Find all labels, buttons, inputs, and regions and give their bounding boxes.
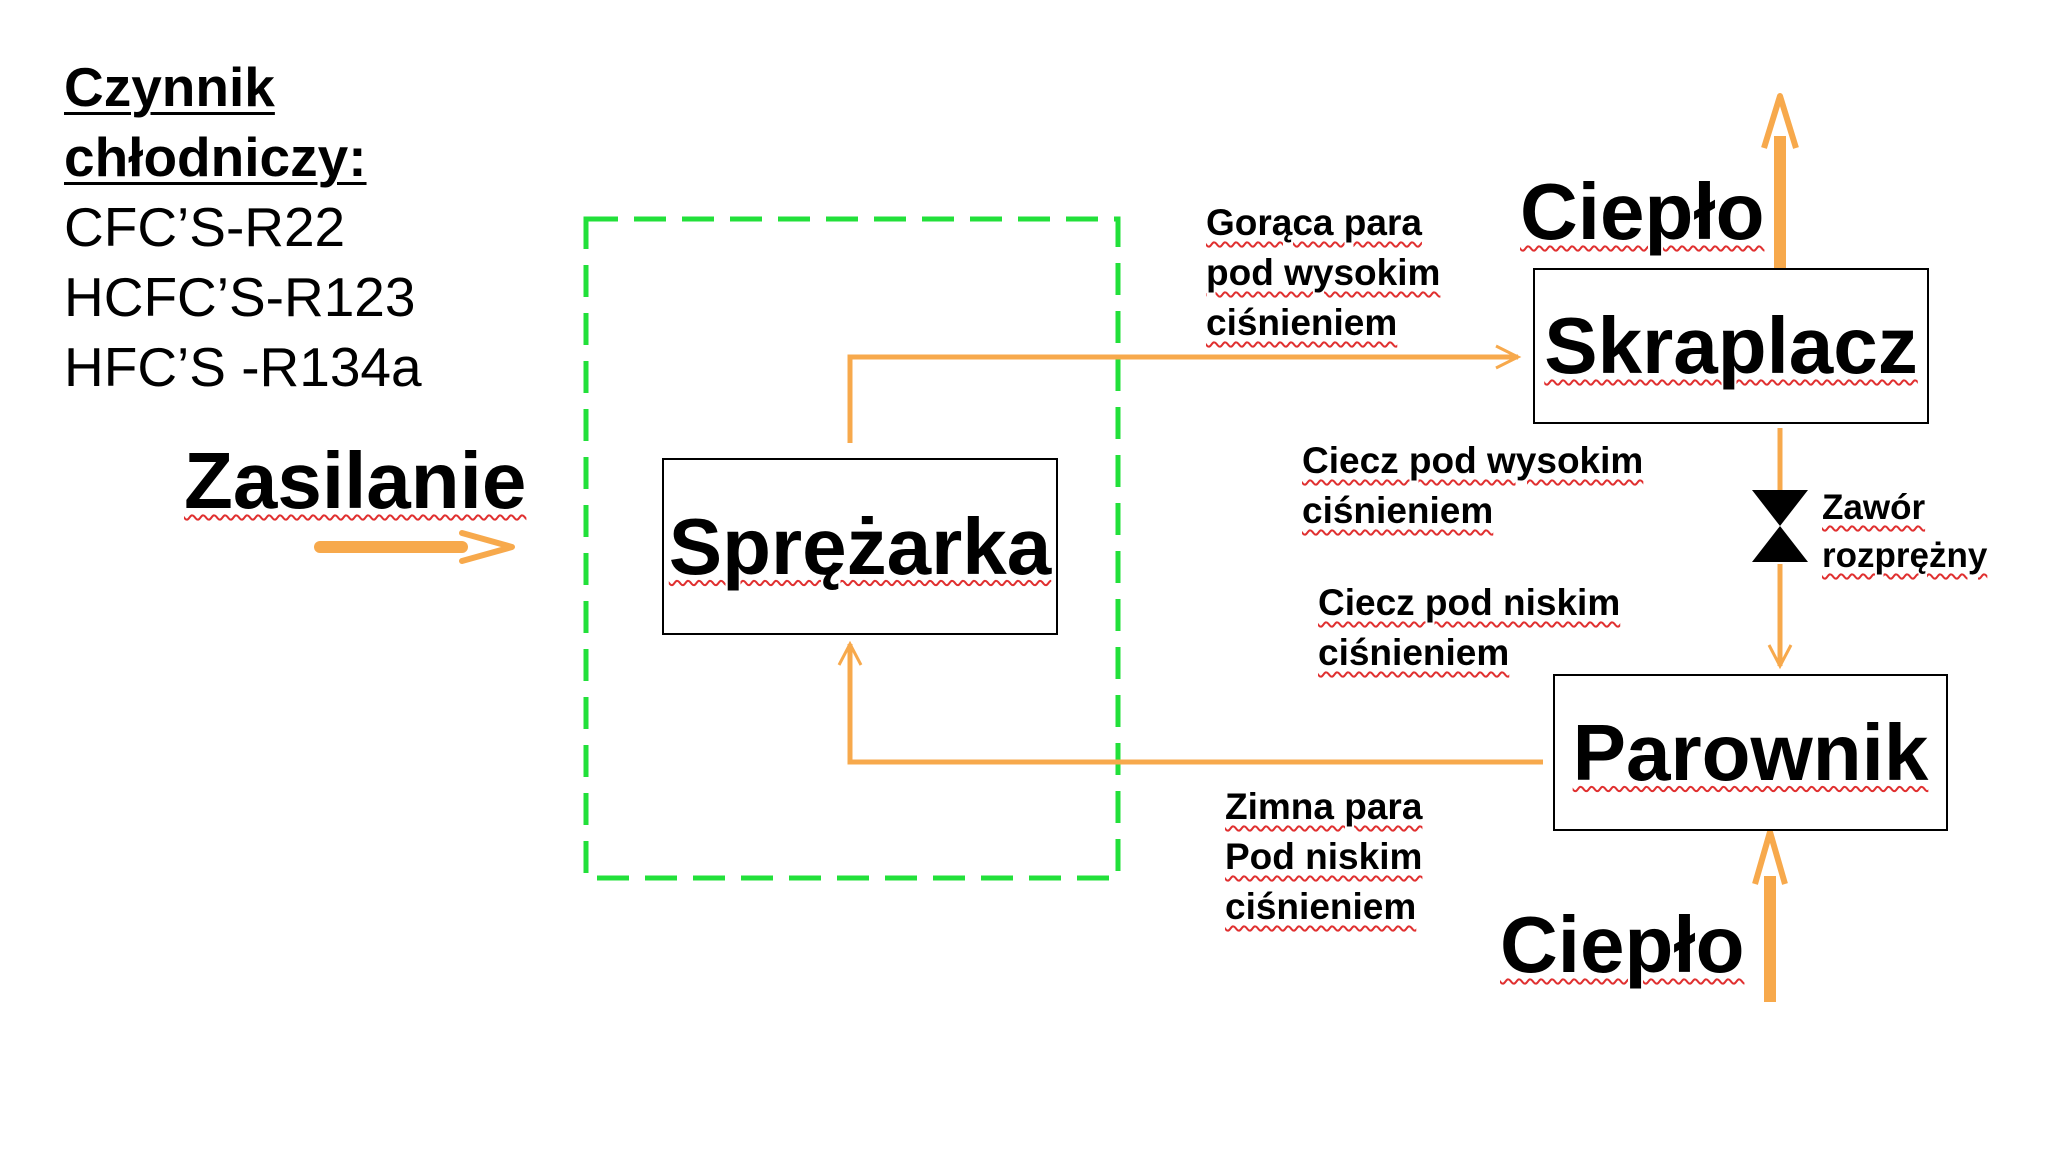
valve-label-line2: rozprężny — [1822, 536, 1988, 575]
condenser-label: Skraplacz — [1544, 301, 1918, 390]
evaporator-label: Parownik — [1572, 707, 1929, 797]
power-label: Zasilanie — [184, 436, 527, 525]
compressor-box: Sprężarka — [662, 458, 1058, 635]
condenser-box: Skraplacz — [1533, 268, 1929, 424]
flow-label-line: Zimna para — [1225, 786, 1423, 827]
heat-out-arrow — [1761, 93, 1799, 268]
compressor-boundary — [583, 216, 1121, 881]
refrigerant-title: Czynnik chłodniczy: — [64, 52, 422, 192]
compressor-label: Sprężarka — [668, 501, 1052, 591]
refrigerant-item: HCFC’S-R123 — [64, 266, 416, 328]
flow-label-line: Gorąca para — [1206, 202, 1422, 243]
flow-label-line: ciśnieniem — [1225, 886, 1417, 927]
lp-liquid-label: Ciecz pod niskim ciśnieniem — [1318, 578, 1620, 678]
flow-label-line: Ciecz pod niskim — [1318, 582, 1621, 623]
refrigerant-list: Czynnik chłodniczy: CFC’S-R22 HCFC’S-R12… — [64, 52, 422, 402]
cold-vapor-label: Zimna para Pod niskim ciśnieniem — [1225, 782, 1422, 932]
refrigerant-item: HFC’S -R134a — [64, 336, 422, 398]
flow-label-line: ciśnieniem — [1302, 490, 1494, 531]
flow-label-line: Ciecz pod wysokim — [1302, 440, 1644, 481]
hot-vapor-line — [847, 344, 1522, 443]
cold-vapor-line — [837, 640, 1543, 765]
hp-liquid-label: Ciecz pod wysokim ciśnieniem — [1302, 436, 1643, 536]
refrigerant-item: CFC’S-R22 — [64, 196, 346, 258]
flow-label-line: Pod niskim — [1225, 836, 1423, 877]
evaporator-box: Parownik — [1553, 674, 1948, 831]
valve-label-line1: Zawór — [1822, 488, 1926, 527]
power-arrow — [314, 530, 515, 564]
flow-label-line: ciśnieniem — [1318, 632, 1510, 673]
flow-label-line: ciśnieniem — [1206, 302, 1398, 343]
refrigerant-title-line1: Czynnik — [64, 56, 275, 118]
heat-in-label: Ciepło — [1500, 900, 1745, 989]
heat-out-label: Ciepło — [1520, 167, 1765, 256]
hot-vapor-label: Gorąca para pod wysokim ciśnieniem — [1206, 198, 1440, 348]
heat-in-arrow — [1752, 829, 1788, 1002]
valve-label: Zawór rozprężny — [1822, 484, 1987, 580]
refrigerant-title-line2: chłodniczy: — [64, 126, 367, 188]
expansion-valve-icon — [1752, 490, 1808, 562]
liquid-line — [1767, 428, 1793, 670]
flow-label-line: pod wysokim — [1206, 252, 1441, 293]
